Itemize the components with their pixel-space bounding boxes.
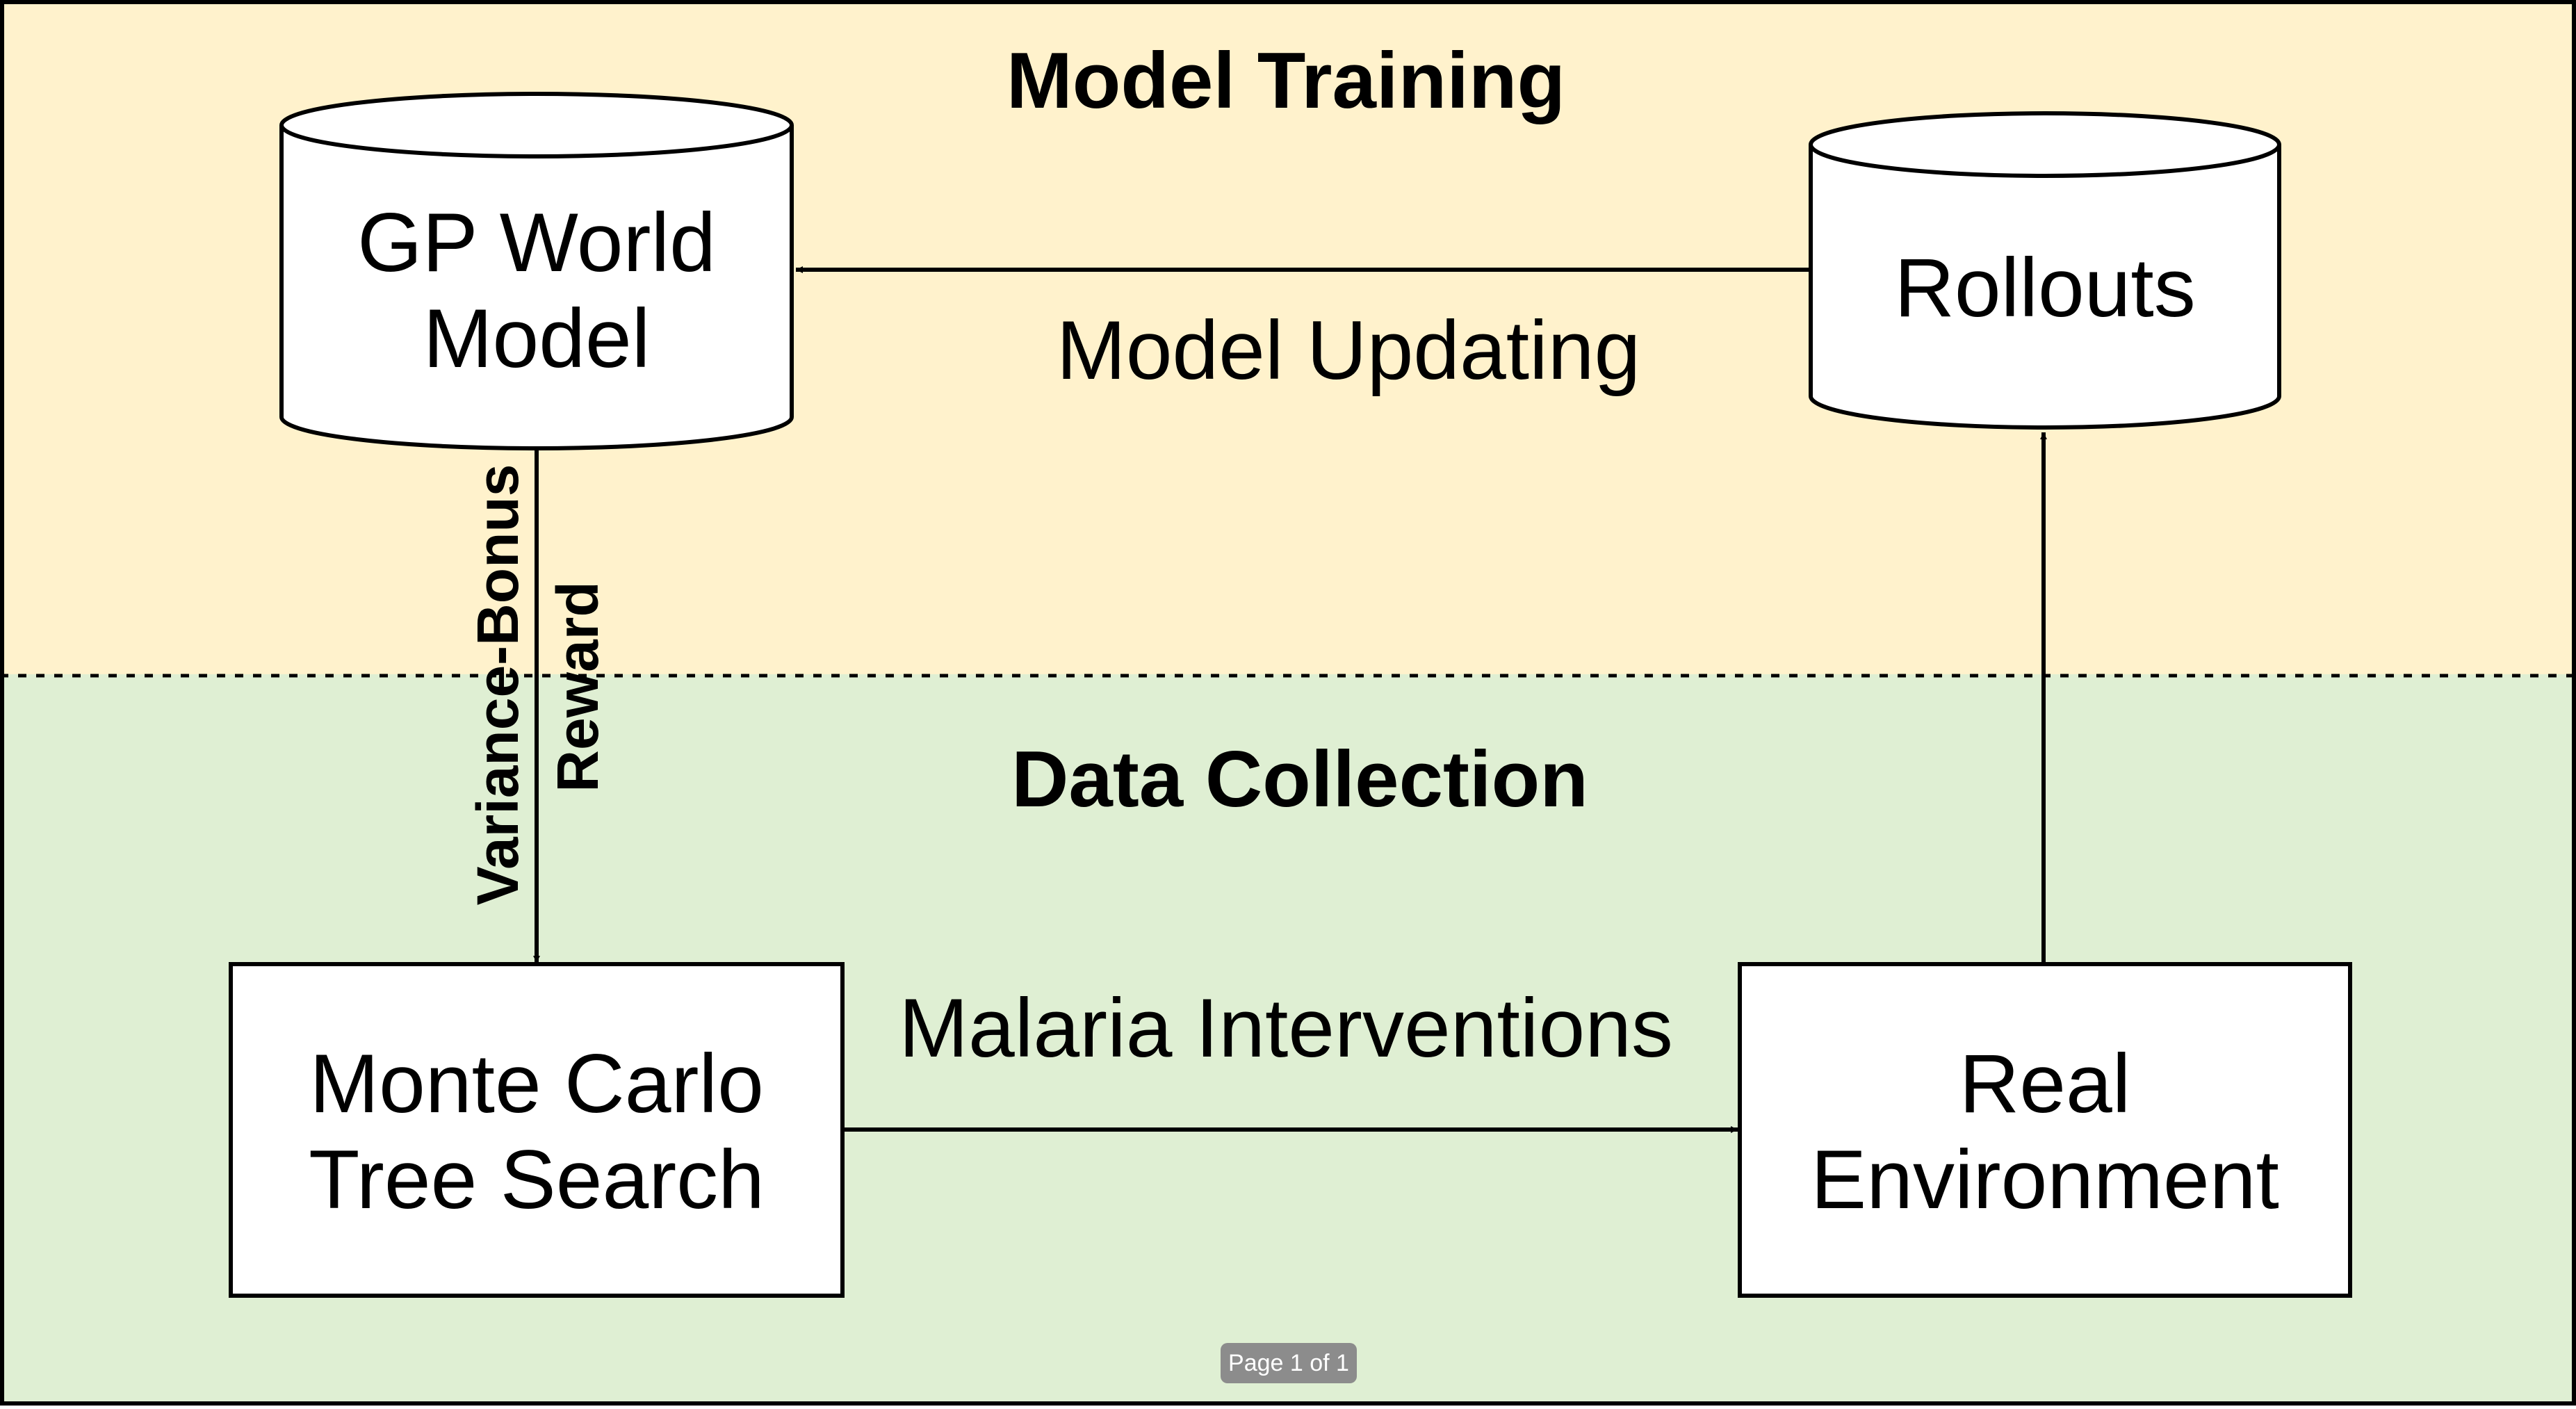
page-indicator: Page 1 of 1 [1221,1343,1357,1383]
reward-label: Reward [545,581,610,792]
rollouts-label: Rollouts [1894,241,2196,334]
real-environment-label-line2: Environment [1811,1133,2279,1226]
gp-world-model-label-line1: GP World [357,196,716,289]
data-collection-title: Data Collection [1011,735,1588,824]
gp-world-model-label-line2: Model [423,292,651,385]
mcts-label-line2: Tree Search [309,1133,765,1226]
mcts-label-line1: Monte Carlo [309,1037,764,1130]
mcts-node: Monte Carlo Tree Search [229,962,845,1298]
model-training-title: Model Training [1006,37,1565,125]
real-environment-node: Real Environment [1738,962,2352,1298]
rollouts-node: Rollouts [1809,111,2281,430]
variance-bonus-label: Variance-Bonus [465,464,530,906]
malaria-interventions-label: Malaria Interventions [899,982,1673,1075]
model-updating-label: Model Updating [1057,304,1641,397]
real-environment-label-line1: Real [1959,1037,2131,1130]
gp-world-model-node: GP World Model [279,92,794,450]
